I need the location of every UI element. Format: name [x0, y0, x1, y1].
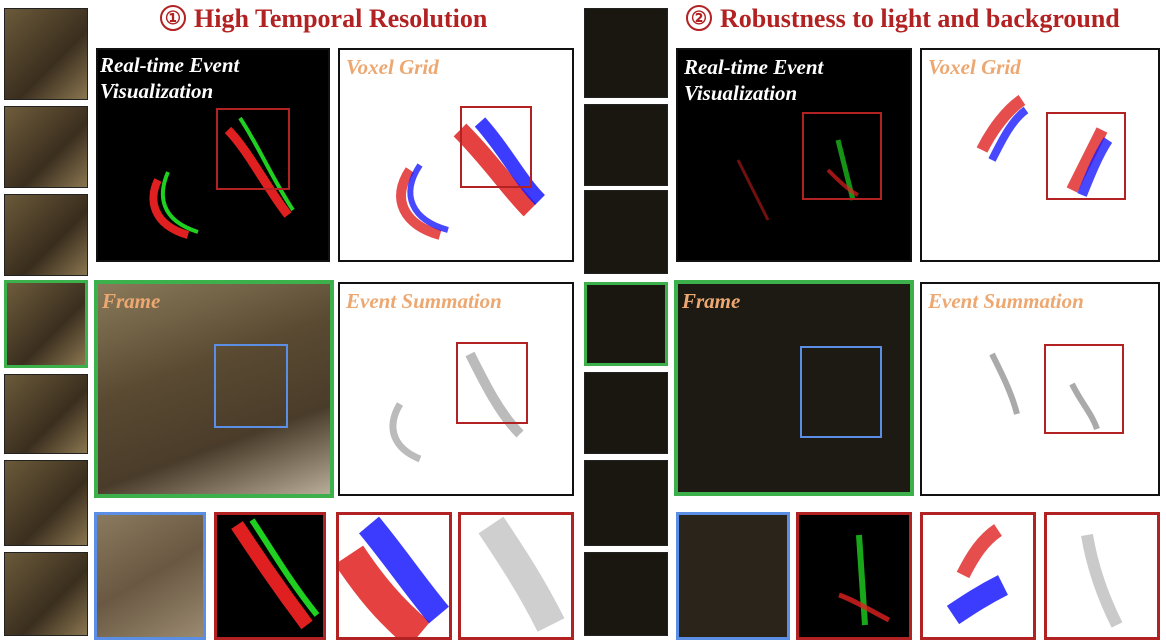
section2-voxel-panel: Voxel Grid: [920, 48, 1160, 262]
section1-frame-panel: Frame: [94, 280, 334, 498]
summation-label: Event Summation: [928, 289, 1084, 313]
summation-label: Event Summation: [346, 289, 502, 313]
section2-crop-summation: [1044, 512, 1160, 640]
voxel-label: Voxel Grid: [346, 55, 439, 79]
crop-voxel-traces: [339, 516, 449, 637]
roi-blue-box: [800, 346, 882, 438]
frame-thumbnail-selected: [584, 282, 668, 366]
voxel-label: Voxel Grid: [928, 55, 1021, 79]
roi-blue-box: [214, 344, 288, 428]
voxel-traces: [976, 95, 1113, 197]
frame-thumbnail: [4, 8, 88, 100]
event-traces: [149, 116, 295, 239]
section2-crop-realtime: [796, 512, 912, 640]
frame-thumbnail: [4, 374, 88, 454]
frame-thumbnail: [584, 372, 668, 454]
roi-red-box: [456, 342, 528, 424]
frame-thumbnail: [4, 552, 88, 636]
crop-summation-traces: [478, 516, 565, 632]
summation-traces: [389, 351, 524, 463]
frame-thumbnail: [584, 460, 668, 546]
roi-red-box: [1046, 112, 1126, 200]
event-traces: [736, 139, 859, 221]
frame-thumbnail-selected: [4, 280, 88, 368]
realtime-label: Real-time Event Visualization: [684, 55, 824, 105]
section1-crop-voxel: [336, 512, 452, 640]
section2-summation-panel: Event Summation: [920, 282, 1160, 496]
section2-realtime-panel: Real-time Event Visualization: [676, 48, 912, 262]
roi-red-box: [460, 106, 532, 188]
frame-thumbnail: [584, 104, 668, 186]
crop-summation-traces: [1081, 534, 1123, 628]
frame-thumbnail: [4, 460, 88, 546]
frame-thumbnail: [584, 8, 668, 98]
section2-crop-voxel: [920, 512, 1036, 640]
frame-thumbnail: [584, 190, 668, 274]
section2-frame-panel: Frame: [674, 280, 914, 496]
section1-summation-panel: Event Summation: [338, 282, 574, 496]
section1-realtime-panel: Real-time Event Visualization: [96, 48, 330, 262]
section1-crop-frame: [94, 512, 206, 640]
section1-title-text: High Temporal Resolution: [194, 4, 488, 33]
voxel-traces: [396, 117, 546, 240]
roi-red-box: [1044, 344, 1124, 434]
section1-crop-summation: [458, 512, 574, 640]
section1-number: ①: [160, 5, 186, 31]
frame-thumbnail: [4, 194, 88, 276]
crop-voxel-traces: [946, 524, 1008, 625]
crop-event-traces: [231, 518, 320, 630]
realtime-label: Real-time Event Visualization: [100, 53, 240, 103]
summation-traces: [989, 352, 1100, 431]
frame-thumbnail: [4, 106, 88, 188]
section2-number: ②: [686, 5, 712, 31]
section2-title: ② Robustness to light and background: [686, 4, 1120, 34]
section1-crop-realtime: [214, 512, 326, 640]
frame-label: Frame: [102, 289, 161, 313]
section2-title-text: Robustness to light and background: [720, 4, 1120, 33]
crop-event-traces: [838, 534, 891, 626]
frame-label: Frame: [682, 289, 741, 313]
frame-thumbnail: [584, 552, 668, 636]
section2-crop-frame: [676, 512, 790, 640]
roi-red-box: [216, 108, 290, 190]
section1-title: ① High Temporal Resolution: [160, 4, 487, 34]
roi-red-box: [802, 112, 882, 200]
section1-voxel-panel: Voxel Grid: [338, 48, 574, 262]
